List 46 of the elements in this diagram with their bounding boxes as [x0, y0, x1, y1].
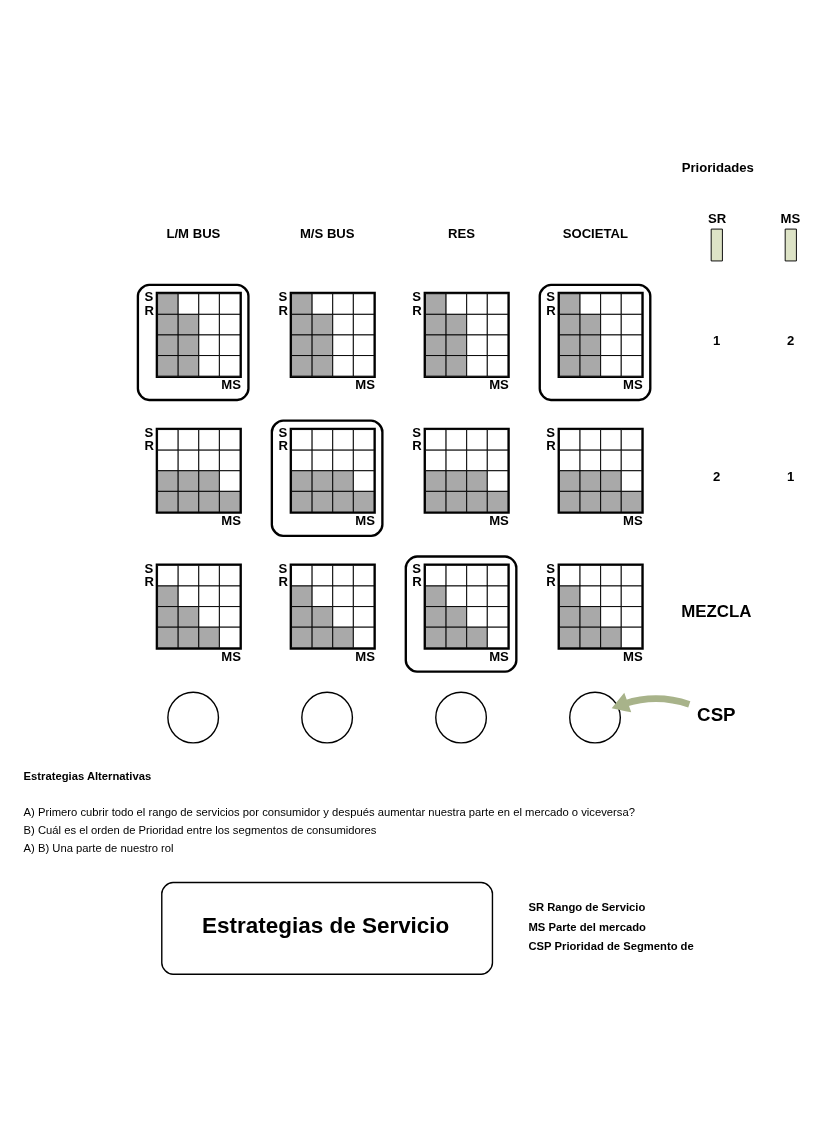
node-label: S R: [144, 425, 154, 454]
label: Prioridades: [681, 160, 754, 176]
node-circle: [167, 691, 220, 744]
node-label: MS: [489, 513, 509, 529]
node-label: S R: [144, 561, 154, 590]
label: Estrategias Alternativas: [23, 769, 152, 782]
label: RES: [447, 226, 475, 242]
node-box: S R MS: [404, 555, 518, 673]
label: B) Cuál es el orden de Prioridad entre los segmentos de consumidores: [23, 823, 377, 836]
node-label: S R: [546, 425, 556, 454]
label: SR Rango de Servicio: [528, 901, 646, 914]
node-label: S R: [412, 425, 422, 454]
label: MS: [780, 210, 801, 226]
label: L/M BUS: [166, 226, 221, 242]
label: 2: [713, 468, 721, 484]
node-text: CSP: [697, 704, 736, 726]
label: A) B) Una parte de nuestro rol: [23, 841, 174, 854]
node-label: MS: [355, 649, 375, 665]
node-box: S R MS: [270, 419, 384, 538]
arrow: [611, 692, 691, 713]
node-label: MS: [221, 649, 241, 665]
node-box: S R MS: [136, 283, 250, 402]
node-label: S R: [412, 289, 422, 318]
node-label: MS: [623, 513, 643, 529]
node-box: Estrategias de Servicio: [161, 881, 494, 975]
node-label: MS: [355, 377, 375, 393]
node-label: MS: [489, 377, 509, 393]
node-circle: [301, 691, 354, 744]
label: A) Primero cubrir todo el rango de servicios por consumidor y después aumentar nuestra parte en el mercado o viceversa?: [23, 806, 635, 819]
label: SR: [707, 210, 727, 226]
node-label: S R: [278, 289, 288, 318]
node-label: S R: [546, 561, 556, 590]
node-box: S R MS: [538, 283, 652, 402]
label: SOCIETAL: [562, 226, 629, 242]
node-circle: [435, 691, 488, 744]
label: 1: [713, 332, 721, 348]
label: CSP Prioridad de Segmento de: [528, 940, 694, 953]
node-label: MS: [221, 513, 241, 529]
label: MS Parte del mercado: [528, 920, 646, 933]
label: M/S BUS: [299, 226, 355, 242]
node-label: S R: [278, 561, 288, 590]
node-label: MS: [623, 649, 643, 665]
label: MEZCLA: [681, 602, 752, 622]
label: 1: [787, 468, 795, 484]
label: 2: [787, 332, 795, 348]
node-circle: [569, 691, 621, 744]
